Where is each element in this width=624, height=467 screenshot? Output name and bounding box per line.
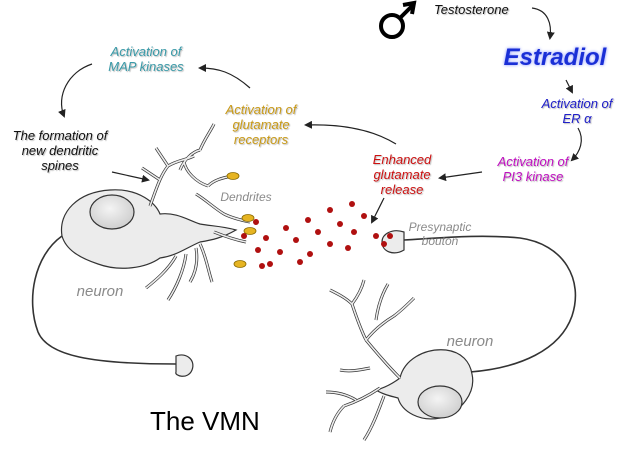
glutamate-receptors-label: Activation of glutamate receptors [225,102,297,147]
left-neuron [31,123,251,377]
glutamate-release-label: Enhanced glutamate release [372,152,432,197]
arrow-spines-dendrites [111,171,150,183]
glutamate-vesicles [241,201,393,269]
arrow-release-vesicles [371,197,385,224]
arrow-er-pi3 [570,127,582,162]
cascade-arrows [58,7,582,224]
arrow-receptors-map [198,64,251,89]
arrow-pi3-release [438,171,483,182]
dendrites-label: Dendrites [220,190,272,204]
map-kinases-label: Activation of MAP kinases [108,44,184,74]
arrow-map-spines [58,63,93,118]
arrow-release-receptors [304,120,397,145]
neuron-left-label: neuron [76,283,124,300]
diagram-title: The VMN [150,406,260,436]
glutamate-receptors [226,172,257,268]
testosterone-label: Testosterone [434,2,509,17]
pi3-kinase-label: Activation of PI3 kinase [497,154,569,184]
male-symbol-icon [379,0,417,39]
neuron-right-label: neuron [446,333,494,350]
arrow-testosterone-estradiol [531,7,555,40]
right-neuron [325,230,577,441]
dendritic-spines-label: The formation of new dendritic spines [12,128,108,173]
arrow-estradiol-er [565,79,573,94]
estradiol-label: Estradiol [503,44,607,71]
presynaptic-bouton-label: Presynaptic bouton [408,220,472,248]
er-alpha-label: Activation of ER α [541,96,613,126]
